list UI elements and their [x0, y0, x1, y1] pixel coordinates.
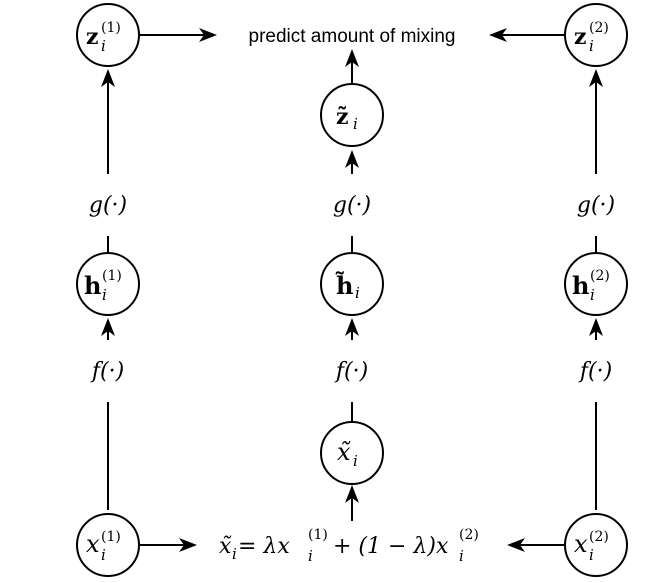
g-label-mid: g(·)	[333, 193, 371, 218]
g-label-right: g(·)	[577, 193, 615, 218]
node-z1	[76, 3, 140, 67]
arrowhead-predict-from-left	[199, 28, 217, 42]
arrowhead-predict-from-right	[489, 28, 507, 42]
nodes	[76, 3, 628, 577]
label-h1-symbol: h	[84, 271, 101, 300]
label-z1-symbol: z	[86, 24, 99, 50]
arrowhead-mix-from-right	[507, 538, 525, 552]
arrowhead-xtilde	[345, 485, 359, 503]
f-label-mid: f(·)	[334, 359, 368, 384]
arrowhead-htilde	[345, 318, 359, 336]
label-xtilde-sub: i	[353, 452, 358, 470]
mix-formula-t1-sup: (1)	[308, 527, 328, 543]
label-z1-sup: (1)	[101, 20, 121, 36]
label-ztilde-sub: i	[353, 115, 358, 133]
arrowhead-ztilde	[345, 150, 359, 168]
mix-formula-mid: + (1 − λ)x	[333, 534, 449, 559]
label-x1-symbol: x	[86, 530, 100, 558]
label-x1-sup: (1)	[101, 529, 121, 545]
node-h2	[564, 252, 628, 316]
label-z2-sub: i	[589, 37, 594, 55]
node-x1	[76, 513, 140, 577]
label-x2-symbol: x	[574, 530, 588, 558]
arrowhead-z2	[589, 69, 603, 87]
label-z1-sub: i	[101, 37, 106, 55]
prediction-label: predict amount of mixing	[249, 26, 456, 47]
f-label-right: f(·)	[578, 359, 612, 384]
label-h1-sub: i	[102, 286, 107, 304]
mix-formula-eq: = λx	[238, 534, 290, 559]
label-z2-sup: (2)	[589, 20, 609, 36]
arrowhead-mix-from-left	[179, 538, 197, 552]
edges	[107, 34, 597, 546]
label-htilde-symbol: h̃	[335, 271, 354, 300]
label-h2-sup: (2)	[590, 268, 610, 284]
label-x2-sup: (2)	[589, 529, 609, 545]
label-h1-sup: (1)	[102, 268, 122, 284]
label-x1-sub: i	[101, 546, 106, 564]
f-label-left: f(·)	[90, 359, 124, 384]
mix-formula-lhs-sub: i	[232, 545, 237, 563]
node-x2	[564, 513, 628, 577]
mix-formula-t2-sub: i	[459, 547, 464, 565]
arrowhead-h2	[589, 318, 603, 336]
mix-formula-lhs: x̃	[219, 534, 232, 559]
node-xtilde	[320, 421, 384, 485]
label-x2-sub: i	[589, 546, 594, 564]
label-ztilde-symbol: z̃	[336, 104, 349, 130]
label-xtilde-symbol: x̃	[337, 438, 351, 466]
label-z2-symbol: z	[574, 24, 587, 50]
label-htilde-sub: i	[355, 284, 360, 302]
node-ztilde	[320, 83, 384, 147]
node-z2	[564, 3, 628, 67]
arrowhead-h1	[101, 318, 115, 336]
mix-formula-t1-sub: i	[308, 547, 313, 565]
label-h2-sub: i	[590, 286, 595, 304]
mix-formula: x̃ i = λx (1) i + (1 − λ)x (2) i	[219, 527, 479, 565]
node-htilde	[320, 252, 384, 316]
label-h2-symbol: h	[572, 271, 589, 300]
g-label-left: g(·)	[89, 193, 127, 218]
arrowhead-predict-up	[345, 49, 359, 67]
node-h1	[76, 252, 140, 316]
arrow-heads	[101, 28, 603, 552]
mix-formula-t2-sup: (2)	[459, 527, 479, 543]
arrowhead-z1	[101, 69, 115, 87]
